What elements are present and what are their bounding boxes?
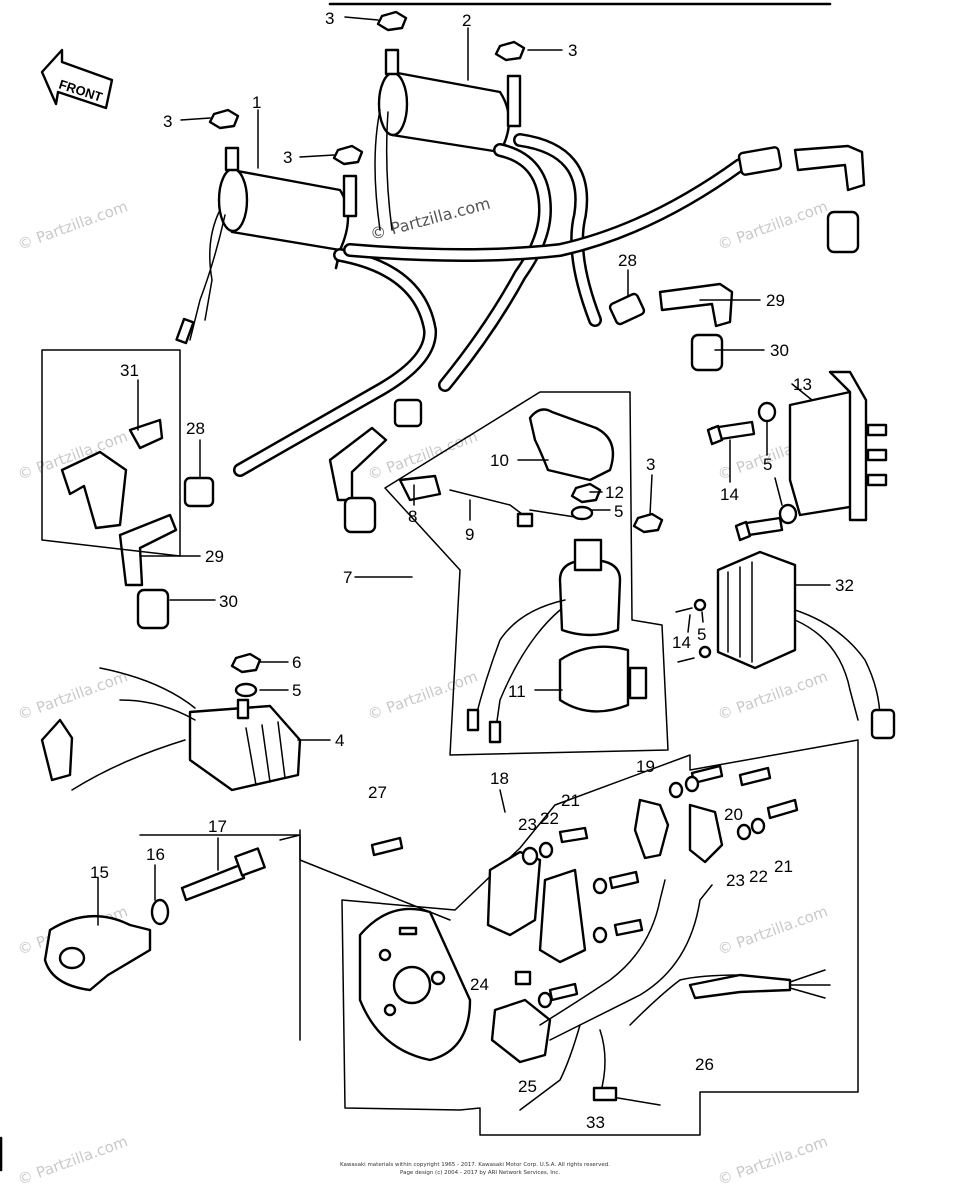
callout-10: 10 [490,451,509,470]
callout-29: 29 [766,291,785,310]
callout-1: 1 [252,93,261,112]
callout-27: 27 [368,783,387,802]
watermark: © Partzilla.com [15,197,130,254]
callout-2: 2 [462,11,471,30]
callout-16: 16 [146,845,165,864]
callout-26: 26 [695,1055,714,1074]
callout-18: 18 [490,769,509,788]
callout-22: 22 [540,809,559,828]
small-fasteners [370,764,799,1009]
timing-plate [358,798,724,1062]
copyright-notice: Kawasaki materials within copyright 1965… [340,1162,610,1176]
callout-12: 12 [605,483,624,502]
callout-3: 3 [568,41,577,60]
callout-25: 25 [518,1077,537,1096]
watermark: © Partzilla.com [715,197,830,254]
voltage-regulator-13 [706,370,888,542]
callout-30: 30 [219,592,238,611]
condenser-25 [490,879,831,1111]
callout-23: 23 [726,871,745,890]
watermark-center: © Partzilla.com [368,194,492,244]
callout-28: 28 [618,251,637,270]
callout-13: 13 [793,375,812,394]
assembly-box-7 [384,391,669,756]
callout-15: 15 [90,863,109,882]
callout-6: 6 [292,653,301,672]
ignition-coil-1 [175,146,358,345]
callout-23: 23 [518,815,537,834]
callout-7: 7 [343,568,352,587]
assembly-box-18 [341,739,859,1136]
watermark: © Partzilla.com [715,1132,830,1189]
callout-3: 3 [646,455,655,474]
ignition-coil-2 [374,48,522,231]
callout-5: 5 [697,625,706,644]
copyright-line: Page design (c) 2004 - 2017 by ARI Netwo… [400,1170,560,1176]
leader-lines [137,16,831,741]
callout-31: 31 [120,361,139,380]
callout-28: 28 [186,419,205,438]
callout-22: 22 [749,867,768,886]
watermark: © Partzilla.com [15,667,130,724]
callout-9: 9 [465,525,474,544]
callout-5: 5 [292,681,301,700]
callout-29: 29 [205,547,224,566]
callout-5: 5 [614,502,623,521]
callout-3: 3 [163,112,172,131]
rectifier-32 [675,550,896,740]
callout-3: 3 [283,148,292,167]
callout-33: 33 [586,1113,605,1132]
front-arrow-icon: FRONT [40,48,114,110]
callout-4: 4 [335,731,344,750]
watermark: © Partzilla.com [15,1132,130,1189]
callout-30: 30 [770,341,789,360]
ht-leads [233,133,747,477]
callout-20: 20 [724,805,743,824]
watermark: © Partzilla.com [715,667,830,724]
callout-17: 17 [208,817,227,836]
regulator-4 [40,667,302,792]
copyright-line: Kawasaki materials within copyright 1965… [340,1162,610,1168]
callout-21: 21 [774,857,793,876]
callout-32: 32 [835,576,854,595]
watermark: © Partzilla.com [365,667,480,724]
spark-plug-caps [60,10,866,698]
callout-14: 14 [720,485,739,504]
advancer-assembly [43,829,451,1041]
callout-24: 24 [470,975,489,994]
callout-19: 19 [636,757,655,776]
callout-21: 21 [561,791,580,810]
callout-14: 14 [672,633,691,652]
callouts: 1 2 3 3 3 3 3 4 5 5 5 5 6 7 8 9 10 11 12… [90,9,854,1132]
callout-5: 5 [763,455,772,474]
callout-11: 11 [508,682,526,701]
callout-8: 8 [408,507,417,526]
watermark: © Partzilla.com [715,902,830,959]
callout-3: 3 [325,9,334,28]
